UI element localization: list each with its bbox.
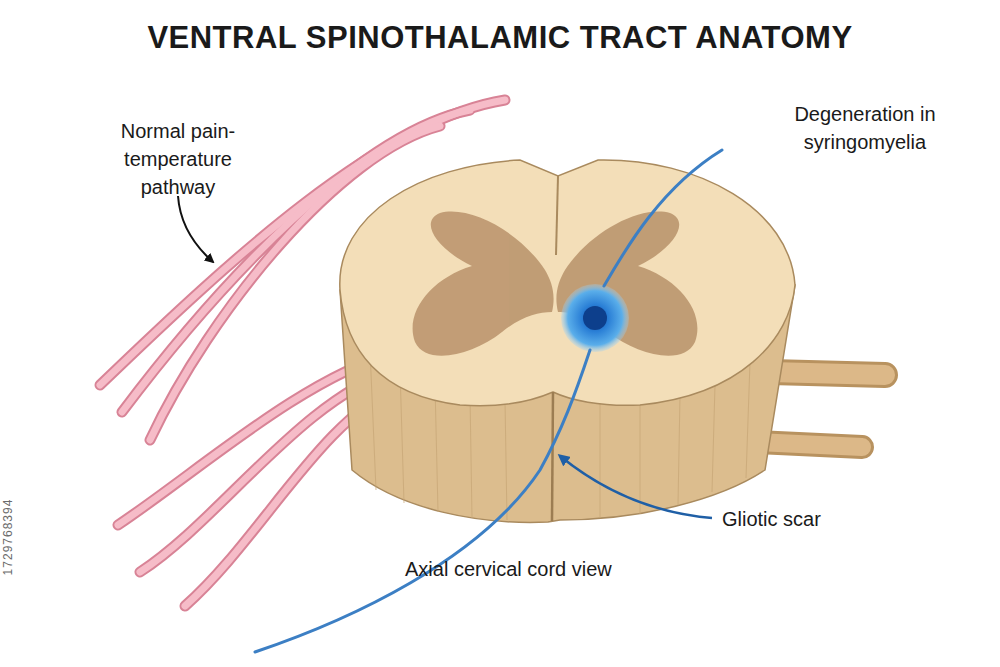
degeneration-line: [255, 150, 722, 652]
gray-matter: [413, 212, 698, 356]
callout-label: Degeneration in syringomyelia: [760, 100, 970, 156]
leader-arrow: [178, 196, 213, 262]
leader-arrow: [560, 456, 712, 518]
watermark-number: 1729768394: [1, 467, 15, 607]
title-text: VENTRAL SPINOTHALAMIC TRACT ANATOMY: [0, 20, 1000, 56]
syrinx-cavity: [561, 284, 629, 352]
view-label: Axial cervical cord view: [405, 555, 685, 583]
callout-label: Gliotic scar: [722, 505, 882, 533]
callout-label: Normal pain-temperature pathway: [92, 117, 264, 201]
